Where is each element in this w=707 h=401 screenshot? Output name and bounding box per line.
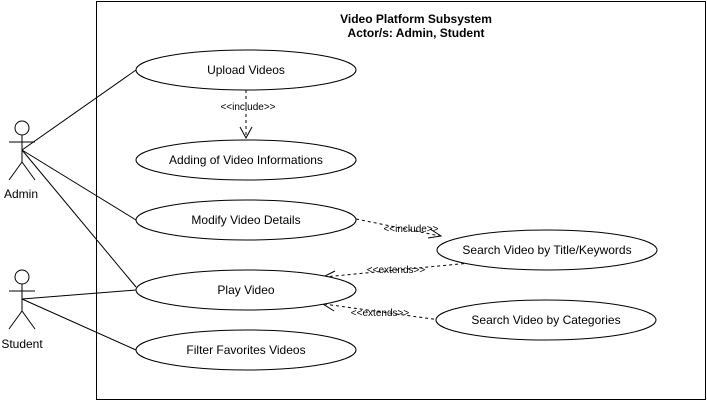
use-case-filter[interactable]: Filter Favorites Videos xyxy=(135,329,357,371)
use-case-play-shape xyxy=(135,269,357,311)
use-case-search-categories-label: Search Video by Categories xyxy=(471,313,620,327)
use-case-search-categories-shape xyxy=(435,299,657,341)
dep-include-upload-label: <<include>> xyxy=(220,102,275,113)
actor-student-label: Student xyxy=(1,337,43,351)
arrowhead-icon xyxy=(239,126,253,140)
use-case-play[interactable]: Play Video xyxy=(135,269,357,311)
assoc-admin-modify xyxy=(21,149,137,221)
dep-include-modify-label: <<include>> xyxy=(383,224,438,235)
assoc-admin-play xyxy=(21,149,137,288)
use-case-filter-shape xyxy=(135,329,357,371)
system-title: Video Platform Subsystem xyxy=(340,12,492,26)
use-case-modify-label: Modify Video Details xyxy=(191,213,300,227)
assoc-student-play xyxy=(21,289,137,300)
dep-extends-categories-label: <<extends>> xyxy=(351,308,410,319)
use-case-search-title-shape xyxy=(436,229,658,271)
use-case-modify[interactable]: Modify Video Details xyxy=(135,199,357,241)
actor-admin-leg-right xyxy=(21,161,36,181)
actor-student-leg-right xyxy=(21,310,36,330)
use-case-upload[interactable]: Upload Videos xyxy=(135,49,357,91)
use-case-search-categories[interactable]: Search Video by Categories xyxy=(435,299,657,341)
actor-student-leg-left xyxy=(8,310,23,330)
actor-student-head xyxy=(14,269,30,285)
use-case-upload-shape xyxy=(135,49,357,91)
use-case-filter-label: Filter Favorites Videos xyxy=(186,343,305,357)
use-case-play-label: Play Video xyxy=(217,283,274,297)
use-case-search-title[interactable]: Search Video by Title/Keywords xyxy=(436,229,658,271)
dep-include-modify: <<include>> xyxy=(355,218,443,239)
dep-include-modify-line xyxy=(355,218,441,237)
actor-student[interactable]: Student xyxy=(1,269,43,351)
actor-admin-head xyxy=(14,120,30,136)
arrowhead-icon xyxy=(427,228,443,239)
use-case-adding-info-shape xyxy=(135,139,357,181)
use-case-upload-label: Upload Videos xyxy=(207,63,285,77)
actor-admin-label: Admin xyxy=(4,187,38,201)
use-case-adding-info[interactable]: Adding of Video Informations xyxy=(135,139,357,181)
use-case-search-title-label: Search Video by Title/Keywords xyxy=(462,243,631,257)
actor-admin-leg-left xyxy=(8,161,23,181)
actor-admin[interactable]: Admin xyxy=(4,120,38,201)
associations xyxy=(21,69,137,351)
assoc-student-filter xyxy=(21,298,137,351)
system-subtitle: Actor/s: Admin, Student xyxy=(348,26,485,40)
use-case-adding-info-label: Adding of Video Informations xyxy=(169,153,323,167)
dep-include-upload: <<include>> xyxy=(220,90,276,140)
assoc-admin-upload xyxy=(21,69,137,151)
use-case-modify-shape xyxy=(135,199,357,241)
dep-extends-categories-line xyxy=(323,303,441,321)
dep-extends-title-label: <<extends>> xyxy=(367,265,426,276)
dep-extends-title-line xyxy=(323,262,471,278)
